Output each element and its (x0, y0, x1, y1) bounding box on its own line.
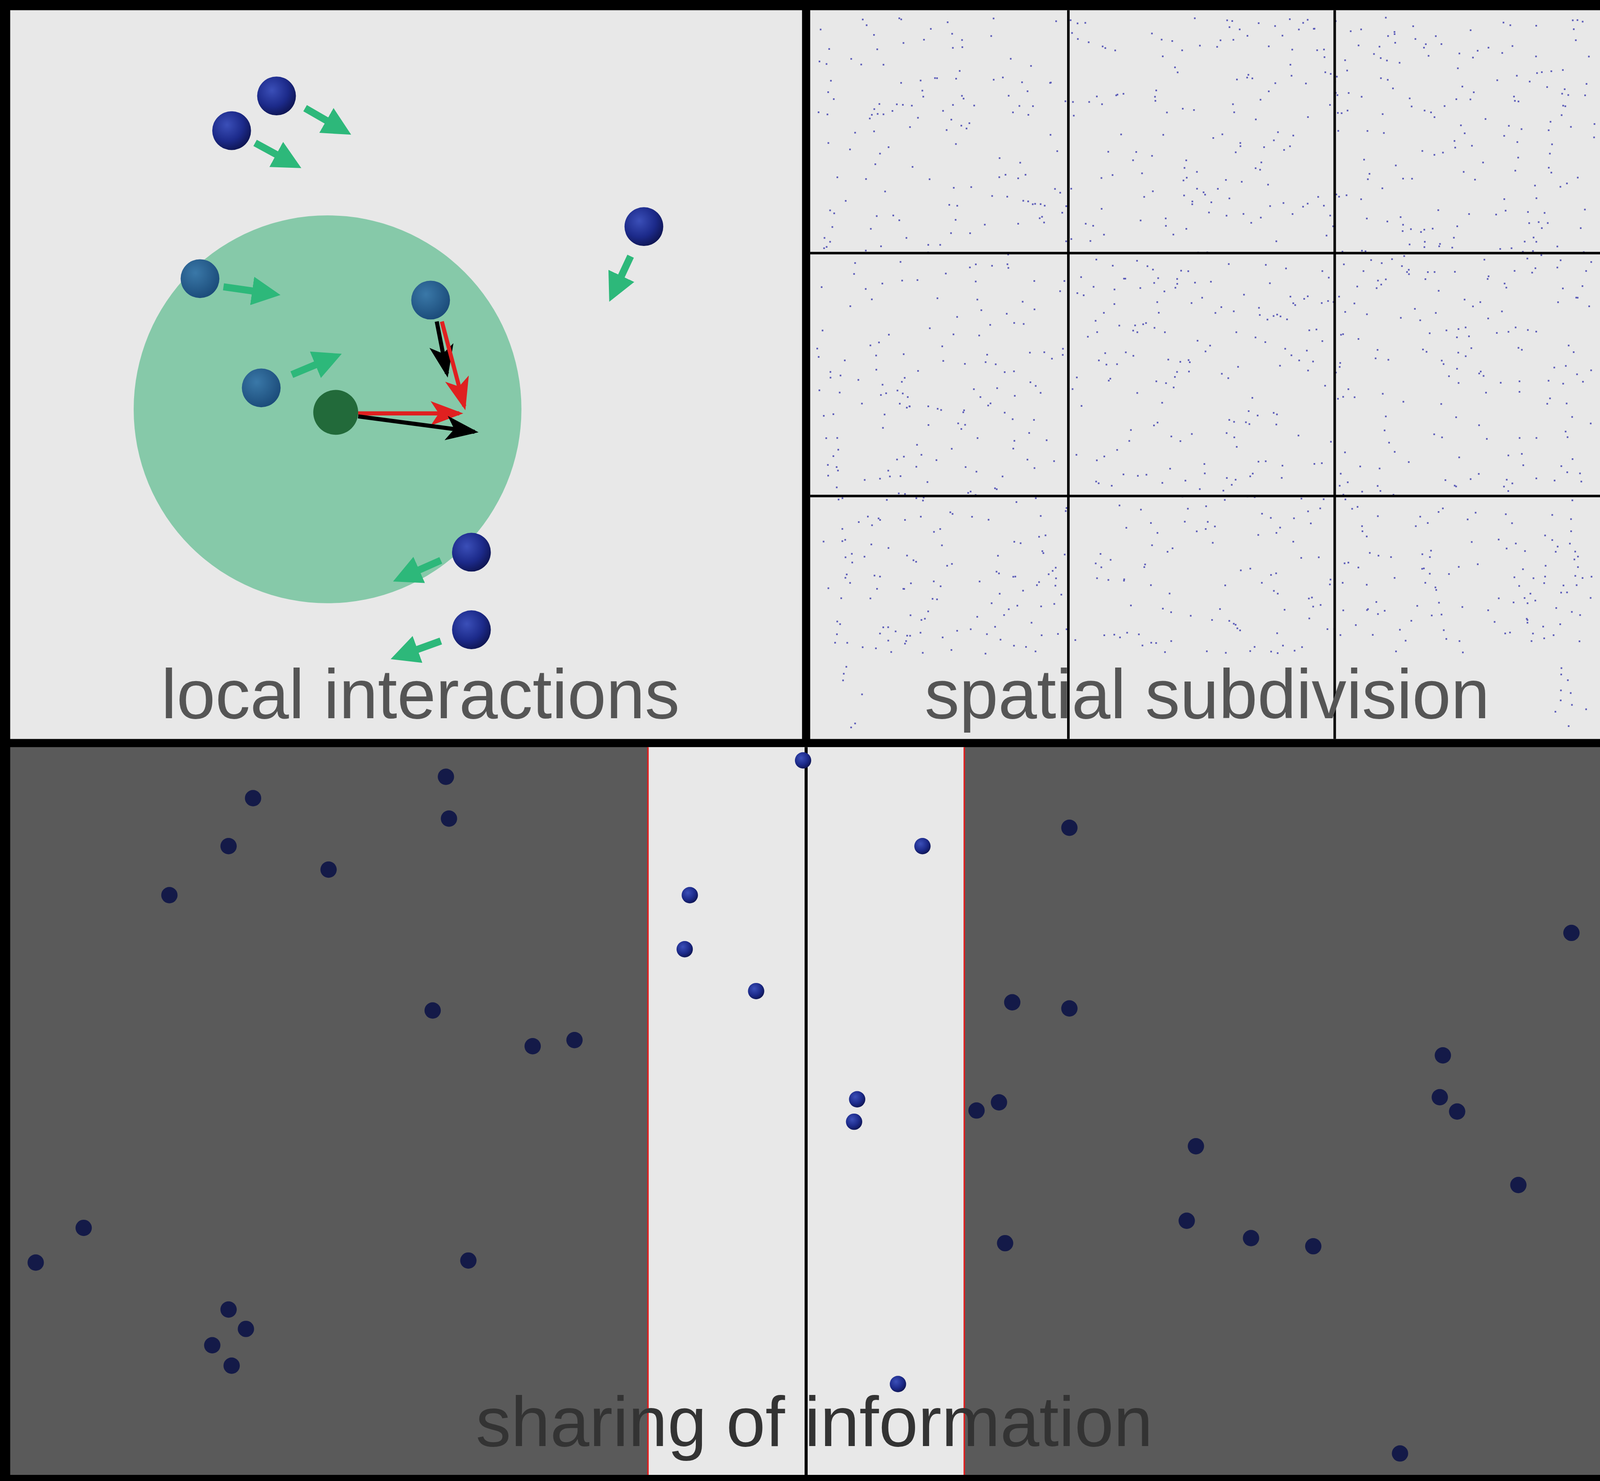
panel-label: spatial subdivision (812, 652, 1600, 737)
panel-label: local interactions (24, 652, 817, 737)
panel-sharing: sharing of information (10, 746, 1600, 1475)
panel-spatial: spatial subdivision (810, 10, 1600, 739)
panel-label: sharing of information (19, 1379, 1600, 1464)
panel-local: local interactions (10, 10, 802, 739)
